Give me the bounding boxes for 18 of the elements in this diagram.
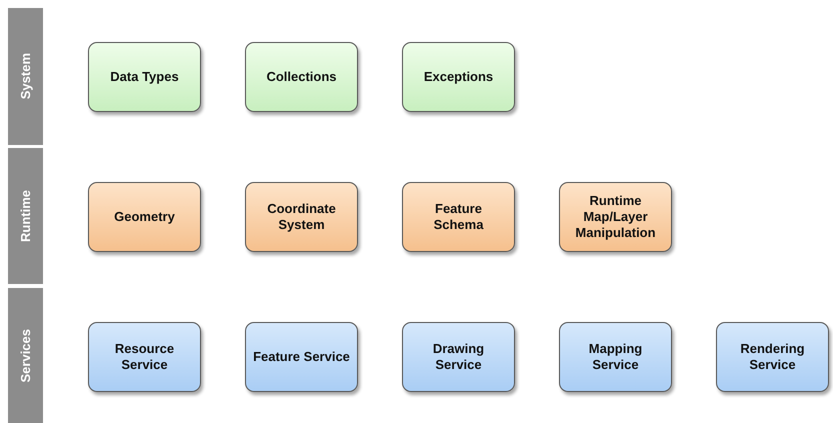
component-box: Geometry [88,182,201,252]
component-box: Collections [245,42,358,112]
layer-band [8,288,43,423]
component-box: Coordinate System [245,182,358,252]
component-box: Exceptions [402,42,515,112]
layer-label: Services [18,328,33,382]
component-box: Mapping Service [559,322,672,392]
layer-band [8,148,43,284]
layer-band [8,8,43,145]
component-box: Resource Service [88,322,201,392]
component-box: Rendering Service [716,322,829,392]
layer-label: System [18,53,33,100]
component-box: Feature Schema [402,182,515,252]
component-box: Data Types [88,42,201,112]
component-box: Feature Service [245,322,358,392]
layer-label: Runtime [18,190,33,242]
component-box: Drawing Service [402,322,515,392]
component-box: Runtime Map/Layer Manipulation [559,182,672,252]
